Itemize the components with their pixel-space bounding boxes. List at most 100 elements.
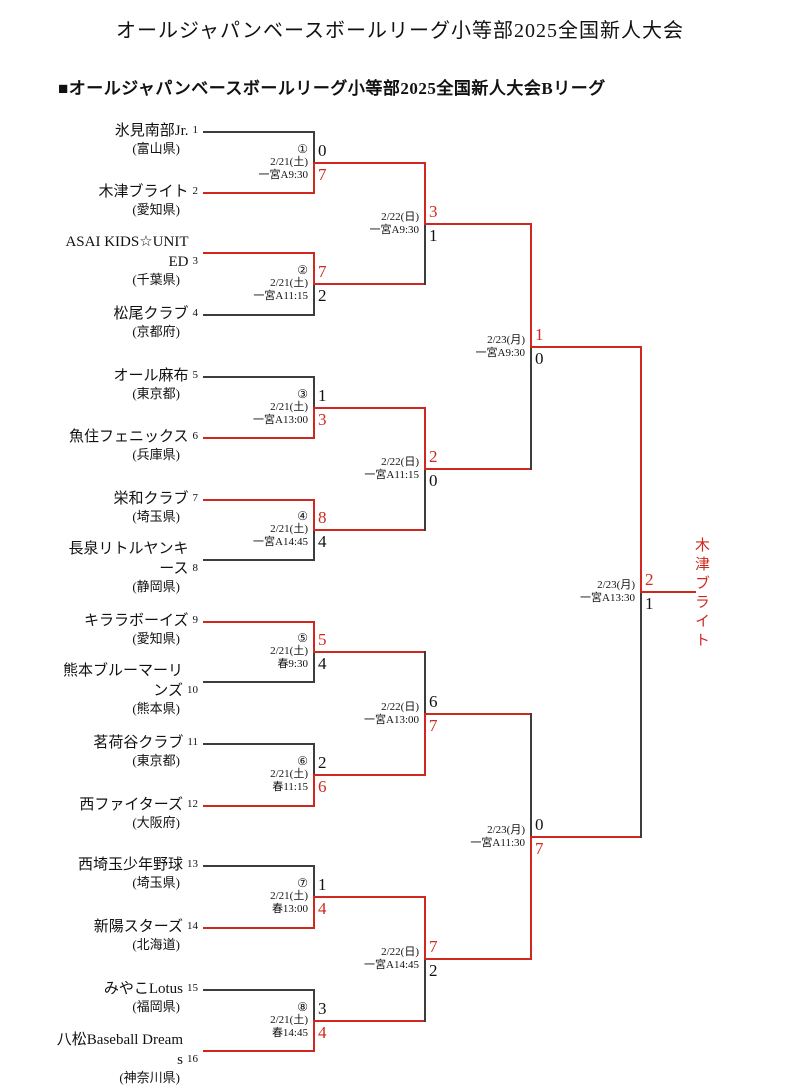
match-4-bracket bbox=[313, 529, 315, 561]
team-prefecture: (大阪府) bbox=[132, 815, 180, 830]
sf-1-bracket bbox=[530, 223, 532, 348]
match-venue-time: 一宮A9:30 bbox=[369, 224, 420, 236]
match-5-bracket bbox=[313, 651, 315, 683]
match-7-score-top: 1 bbox=[318, 875, 327, 894]
match-venue-time: 一宮A14:45 bbox=[253, 536, 308, 548]
team-seed: 9 bbox=[192, 614, 199, 626]
page-title: オールジャパンベースボールリーグ小等部2025全国新人大会 bbox=[116, 20, 684, 42]
team-prefecture: (神奈川県) bbox=[119, 1070, 180, 1085]
match-6-score-top: 2 bbox=[318, 753, 327, 772]
final-bracket bbox=[640, 591, 642, 838]
match-6-bracket bbox=[313, 774, 315, 807]
qf-2-score-top: 2 bbox=[429, 447, 438, 466]
team-16-line bbox=[203, 1050, 315, 1052]
match-2-score-bottom: 2 bbox=[318, 286, 327, 305]
match-venue-time: 春14:45 bbox=[271, 1027, 308, 1039]
match-1-score-top: 0 bbox=[318, 141, 327, 160]
team-name: 熊本ブルーマーリンズ bbox=[62, 663, 183, 699]
team-7-line bbox=[203, 499, 315, 501]
section-title: ■オールジャパンベースボールリーグ小等部2025全国新人大会Bリーグ bbox=[58, 79, 606, 98]
team-prefecture: (愛知県) bbox=[132, 202, 180, 217]
match-date: 2/23(月) bbox=[487, 824, 525, 836]
advance-line bbox=[313, 529, 426, 531]
match-date: 2/21(土) bbox=[270, 523, 308, 535]
team-seed: 11 bbox=[187, 736, 198, 748]
match-venue-time: 一宮A11:15 bbox=[253, 290, 308, 302]
match-number: ② bbox=[297, 263, 308, 277]
advance-line bbox=[313, 651, 426, 653]
team-prefecture: (埼玉県) bbox=[132, 875, 180, 890]
team-name: 八松Baseball Dreams bbox=[56, 1032, 183, 1068]
match-venue-time: 一宮A13:30 bbox=[580, 592, 635, 604]
match-date: 2/21(土) bbox=[270, 890, 308, 902]
match-7-bracket bbox=[313, 865, 315, 898]
team-prefecture: (愛知県) bbox=[132, 631, 180, 646]
match-date: 2/22(日) bbox=[381, 701, 419, 713]
match-date: 2/22(日) bbox=[381, 946, 419, 958]
match-number: ⑦ bbox=[297, 876, 308, 890]
team-name: 松尾クラブ bbox=[113, 306, 189, 322]
match-number: ⑥ bbox=[297, 754, 308, 768]
match-date: 2/21(土) bbox=[270, 1014, 308, 1026]
match-1-bracket bbox=[313, 131, 315, 164]
match-4-bracket bbox=[313, 499, 315, 531]
team-seed: 10 bbox=[187, 684, 198, 696]
match-date: 2/21(土) bbox=[270, 156, 308, 168]
match-date: 2/21(土) bbox=[270, 768, 308, 780]
team-2-line bbox=[203, 192, 315, 194]
team-prefecture: (兵庫県) bbox=[132, 447, 180, 462]
match-4-score-top: 8 bbox=[318, 508, 327, 527]
match-venue-time: 一宮A9:30 bbox=[475, 347, 526, 359]
team-prefecture: (京都府) bbox=[132, 324, 180, 339]
team-name: 茗荷谷クラブ bbox=[93, 735, 184, 751]
match-number: ① bbox=[297, 142, 308, 156]
qf-2-score-bottom: 0 bbox=[429, 471, 438, 490]
team-name: 長泉リトルヤンキース bbox=[68, 541, 189, 577]
team-name-row: 熊本ブルーマーリンズ 10 bbox=[38, 661, 198, 701]
team-name: 魚住フェニックス bbox=[68, 429, 189, 445]
team-prefecture: (熊本県) bbox=[132, 701, 180, 716]
sf-2-score-top: 0 bbox=[535, 815, 544, 834]
qf-1-label: 2/22(日)一宮A9:30 bbox=[314, 211, 420, 237]
match-number: ④ bbox=[297, 509, 308, 523]
qf-1-score-top: 3 bbox=[429, 202, 438, 221]
team-name: ASAI KIDS☆UNITED bbox=[65, 234, 189, 270]
match-6-bracket bbox=[313, 743, 315, 776]
team-10-line bbox=[203, 681, 315, 683]
match-3-score-top: 1 bbox=[318, 386, 327, 405]
final-bracket bbox=[640, 346, 642, 593]
sf-1-score-bottom: 0 bbox=[535, 349, 544, 368]
match-date: 2/23(月) bbox=[487, 334, 525, 346]
team-seed: 12 bbox=[187, 798, 198, 810]
team-9-line bbox=[203, 621, 315, 623]
match-2-bracket bbox=[313, 283, 315, 316]
team-seed: 4 bbox=[192, 307, 199, 319]
qf-2-bracket bbox=[424, 407, 426, 470]
match-date: 2/23(月) bbox=[597, 579, 635, 591]
team-prefecture: (静岡県) bbox=[132, 579, 180, 594]
team-prefecture: (北海道) bbox=[132, 937, 180, 952]
team-prefecture: (東京都) bbox=[132, 386, 180, 401]
team-10: 熊本ブルーマーリンズ 10 (熊本県) bbox=[38, 661, 198, 717]
team-11-line bbox=[203, 743, 315, 745]
match-venue-time: 一宮A11:30 bbox=[470, 837, 525, 849]
team-seed: 14 bbox=[187, 920, 198, 932]
advance-line bbox=[424, 713, 532, 715]
match-date: 2/22(日) bbox=[381, 456, 419, 468]
team-name: 栄和クラブ bbox=[113, 491, 189, 507]
team-1: 氷見南部Jr.1(富山県) bbox=[38, 121, 198, 157]
team-8-line bbox=[203, 559, 315, 561]
